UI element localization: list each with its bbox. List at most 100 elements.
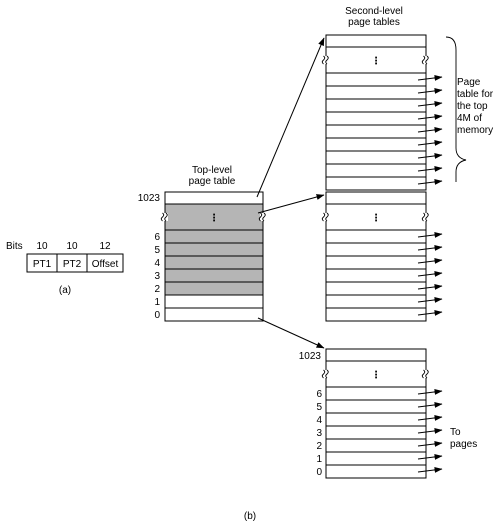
- bottom-table-page-arrow-4: [417, 414, 443, 421]
- second-level-table-top: ⋮: [321, 34, 443, 191]
- middle-table-page-arrow-3: [417, 257, 443, 264]
- middle-table-top-slot: [325, 191, 427, 205]
- address-format: Bits 10 10 12 PT1 PT2 Offset (a): [6, 241, 124, 296]
- top-level-index-5: 5: [154, 245, 160, 256]
- top-table-break-mark-left: [321, 55, 329, 65]
- top-table-row-1: [325, 72, 427, 87]
- bottom-table-break-mark-left: [321, 369, 329, 379]
- top-level-index-6: 6: [154, 232, 160, 243]
- bottom-table-index-1023: 1023: [299, 351, 322, 362]
- bottom-table-index-3: 3: [316, 428, 322, 439]
- top-table-row-4: [325, 111, 427, 126]
- bottom-table-index-6: 6: [316, 389, 322, 400]
- top-table-row-5: [325, 124, 427, 139]
- top-level-row-5: [164, 242, 264, 257]
- top-table-row-3: [325, 98, 427, 113]
- top-level-index-0: 0: [154, 310, 160, 321]
- brace-note-line-5: memory: [457, 125, 493, 136]
- middle-table-row-4: [325, 268, 427, 283]
- top-table-row-2: [325, 85, 427, 100]
- bottom-table-break-mark-right: [421, 369, 429, 379]
- to-pages-line-1: To: [450, 427, 461, 438]
- middle-table-row-5: [325, 281, 427, 296]
- top-table-break-mark-right: [421, 55, 429, 65]
- offset-field: Offset: [92, 259, 119, 270]
- middle-table-row-1: [325, 229, 427, 244]
- bottom-table-row-1: [325, 451, 427, 466]
- middle-table-page-arrow-7: [417, 309, 443, 316]
- brace-note-line-4: 4M of: [457, 113, 482, 124]
- pt1-field: PT1: [33, 259, 52, 270]
- bottom-table-page-arrow-6: [417, 388, 443, 395]
- bottom-table-ellipsis: ⋮: [371, 370, 381, 381]
- top-level-ellipsis: ⋮: [209, 213, 219, 224]
- middle-table-row-6: [325, 294, 427, 309]
- pointer-arrow-to-top-table: [256, 37, 325, 198]
- brace: [445, 36, 467, 182]
- top-table-row-9: [325, 176, 427, 191]
- bottom-table-index-4: 4: [316, 415, 322, 426]
- top-table-page-arrow-8: [417, 165, 443, 172]
- middle-table-row-2: [325, 242, 427, 257]
- middle-table-page-arrow-4: [417, 270, 443, 277]
- top-table-page-arrow-3: [417, 100, 443, 107]
- bottom-table-index-0: 0: [316, 467, 322, 478]
- top-level-row-4: [164, 255, 264, 270]
- top-level-row-6: [164, 229, 264, 244]
- top-level-index-1: 1: [154, 297, 160, 308]
- top-table-page-arrow-4: [417, 113, 443, 120]
- middle-table-row-3: [325, 255, 427, 270]
- bottom-table-index-1: 1: [316, 454, 322, 465]
- top-level-row-2: [164, 281, 264, 296]
- bottom-table-row-0: [325, 464, 427, 479]
- top-level-index-3: 3: [154, 271, 160, 282]
- top-level-row-3: [164, 268, 264, 283]
- top-table-ellipsis: ⋮: [371, 56, 381, 67]
- bottom-table-page-arrow-3: [417, 427, 443, 434]
- bottom-table-row-4: [325, 412, 427, 427]
- offset-width: 12: [99, 241, 111, 252]
- brace-note-line-2: table for: [457, 89, 494, 100]
- caption-b: (b): [244, 511, 256, 522]
- top-table-row-8: [325, 163, 427, 178]
- top-level-index-2: 2: [154, 284, 160, 295]
- second-level-title-line2: page tables: [348, 17, 400, 28]
- second-level-table-bottom: 1023 ⋮ 6 5 4 3 2 1 0: [299, 348, 443, 479]
- top-table-page-arrow-1: [417, 74, 443, 81]
- pt2-width: 10: [66, 241, 78, 252]
- top-table-page-arrow-5: [417, 126, 443, 133]
- pointer-arrow-to-bottom-table: [257, 317, 325, 349]
- second-level-page-tables: Second-level page tables: [345, 6, 403, 28]
- top-level-break-mark-left: [160, 212, 168, 222]
- middle-table-page-arrow-1: [417, 231, 443, 238]
- bottom-table-index-2: 2: [316, 441, 322, 452]
- bottom-table-index-5: 5: [316, 402, 322, 413]
- top-level-row-1: [164, 294, 264, 309]
- bottom-table-page-arrow-0: [417, 466, 443, 473]
- top-table-page-arrow-7: [417, 152, 443, 159]
- bottom-table-page-arrow-1: [417, 453, 443, 460]
- bottom-table-row-2: [325, 438, 427, 453]
- top-level-index-4: 4: [154, 258, 160, 269]
- brace-note-line-1: Page: [457, 77, 481, 88]
- bottom-table-page-arrow-2: [417, 440, 443, 447]
- bottom-table-row-3: [325, 425, 427, 440]
- middle-table-page-arrow-2: [417, 244, 443, 251]
- top-level-row-0: [164, 307, 264, 322]
- bits-label: Bits: [6, 241, 23, 252]
- bottom-table-page-arrow-5: [417, 401, 443, 408]
- offset-field-box: [86, 253, 124, 273]
- top-table-page-arrow-6: [417, 139, 443, 146]
- second-level-title-line1: Second-level: [345, 6, 403, 17]
- top-level-index-1023: 1023: [138, 193, 161, 204]
- bottom-table-top-slot: [325, 348, 427, 362]
- middle-table-break-mark-right: [421, 212, 429, 222]
- bottom-table-row-6: [325, 386, 427, 401]
- middle-table-ellipsis: ⋮: [371, 213, 381, 224]
- top-table-top-slot: [325, 34, 427, 48]
- top-level-row-1023: [164, 191, 264, 205]
- middle-table-row-7: [325, 307, 427, 322]
- bottom-table-ellipsis-block: [325, 360, 427, 388]
